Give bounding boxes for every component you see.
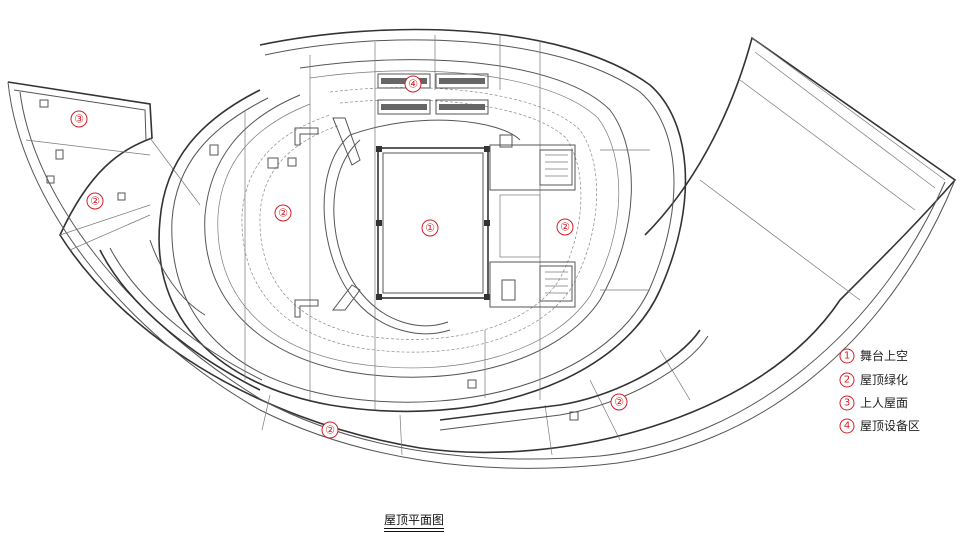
marker-green-south: ② — [321, 421, 339, 439]
legend-item-equipment: 4 屋顶设备区 — [839, 418, 920, 434]
marker-green-left: ② — [274, 204, 292, 222]
svg-text:②: ② — [614, 396, 624, 409]
svg-text:屋顶绿化: 屋顶绿化 — [860, 372, 908, 387]
area-markers: ① ② ② ② ② ② ③ ④ — [70, 75, 628, 439]
drawing-title: 屋顶平面图 — [384, 513, 445, 532]
ring-walls — [99, 28, 709, 431]
legend: 1 舞台上空 2 屋顶绿化 3 上人屋面 4 屋顶设备区 — [839, 348, 920, 434]
svg-text:②: ② — [560, 221, 570, 234]
stage-fly-tower — [376, 146, 490, 300]
legend-item-terrace: 3 上人屋面 — [839, 395, 908, 411]
svg-text:④: ④ — [408, 78, 418, 91]
marker-green-west: ② — [86, 192, 104, 210]
legend-item-stage: 1 舞台上空 — [839, 348, 908, 364]
core-blocks — [489, 144, 576, 308]
outer-shell — [7, 36, 957, 469]
svg-text:4: 4 — [844, 421, 850, 432]
marker-green-southeast: ② — [610, 393, 628, 411]
marker-green-right: ② — [556, 218, 574, 236]
small-elements — [39, 99, 579, 421]
svg-text:③: ③ — [74, 113, 84, 126]
legend-item-green-roof: 2 屋顶绿化 — [839, 372, 908, 388]
svg-text:上人屋面: 上人屋面 — [860, 396, 908, 410]
svg-text:3: 3 — [844, 398, 850, 409]
svg-text:舞台上空: 舞台上空 — [860, 348, 908, 363]
marker-terrace: ③ — [70, 110, 88, 128]
equipment-area — [377, 73, 489, 115]
svg-text:②: ② — [325, 424, 335, 437]
svg-text:2: 2 — [844, 375, 850, 386]
svg-text:屋顶设备区: 屋顶设备区 — [860, 419, 920, 433]
marker-stage: ① — [421, 219, 439, 237]
svg-text:②: ② — [90, 195, 100, 208]
marker-equipment: ④ — [404, 75, 422, 93]
svg-text:①: ① — [425, 222, 435, 235]
svg-text:1: 1 — [844, 351, 850, 362]
svg-text:②: ② — [278, 207, 288, 220]
